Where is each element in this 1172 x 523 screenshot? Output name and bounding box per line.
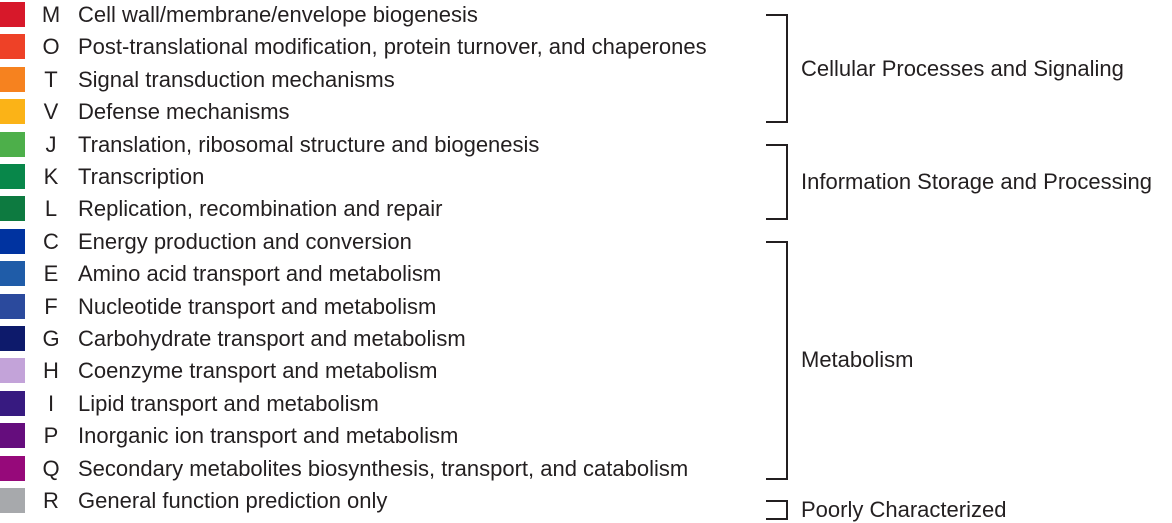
- category-color-swatch: [0, 261, 25, 287]
- category-code: P: [43, 423, 59, 449]
- category-color-swatch: [0, 455, 25, 481]
- category-label: Replication, recombination and repair: [78, 196, 443, 222]
- category-color-swatch: [0, 2, 25, 27]
- category-code: M: [41, 2, 61, 27]
- category-color-swatch: [0, 358, 25, 384]
- category-label: Energy production and conversion: [78, 228, 412, 254]
- category-row-c: C Energy production and conversion: [0, 228, 760, 255]
- category-row-q: Q Secondary metabolites biosynthesis, tra…: [0, 455, 760, 482]
- category-code: K: [43, 164, 59, 189]
- category-color-swatch: [0, 131, 25, 157]
- category-row-v: V Defense mechanisms: [0, 99, 760, 125]
- category-label: Amino acid transport and metabolism: [78, 261, 442, 287]
- category-row-g: G Carbohydrate transport and metabolism: [0, 326, 760, 352]
- category-code: O: [42, 34, 60, 60]
- category-row-e: E Amino acid transport and metabolism: [0, 261, 760, 287]
- category-code: E: [43, 261, 59, 287]
- category-code: V: [43, 99, 59, 125]
- category-row-j: J Translation, ribosomal structure and bi…: [0, 131, 760, 158]
- category-code: J: [45, 131, 57, 157]
- category-color-swatch: [0, 228, 25, 254]
- group-bracket: [766, 500, 788, 520]
- category-label: Coenzyme transport and metabolism: [78, 358, 438, 384]
- category-label: Secondary metabolites biosynthesis, tran…: [78, 455, 689, 481]
- category-label: Inorganic ion transport and metabolism: [78, 423, 459, 449]
- category-row-r: R General function prediction only: [0, 488, 760, 514]
- category-row-t: T Signal transduction mechanisms: [0, 66, 760, 93]
- category-color-swatch: [0, 196, 25, 222]
- category-row-p: P Inorganic ion transport and metabolism: [0, 423, 760, 449]
- category-row-i: I Lipid transport and metabolism: [0, 390, 760, 417]
- category-label: Lipid transport and metabolism: [78, 390, 379, 416]
- category-label: Cell wall/membrane/envelope biogenesis: [78, 2, 478, 27]
- category-row-l: L Replication, recombination and repair: [0, 196, 760, 222]
- category-label: Carbohydrate transport and metabolism: [78, 326, 466, 351]
- group-bracket: [766, 240, 788, 480]
- category-row-f: F Nucleotide transport and metabolism: [0, 293, 760, 320]
- category-color-swatch: [0, 66, 25, 92]
- category-code: I: [47, 390, 55, 416]
- category-code: Q: [42, 455, 60, 481]
- group-label: Metabolism: [801, 347, 914, 373]
- category-label: Defense mechanisms: [78, 99, 290, 125]
- category-row-m: M Cell wall/membrane/envelope biogenesis: [0, 2, 760, 28]
- category-label: Translation, ribosomal structure and bio…: [78, 131, 540, 157]
- category-code: H: [43, 358, 59, 384]
- category-code: R: [43, 488, 59, 513]
- category-row-k: K Transcription: [0, 164, 760, 190]
- category-code: F: [44, 293, 58, 319]
- group-label: Poorly Characterized: [801, 497, 1007, 522]
- group-label: Cellular Processes and Signaling: [801, 55, 1124, 81]
- category-code: T: [44, 66, 58, 92]
- category-color-swatch: [0, 164, 25, 189]
- category-label: Transcription: [78, 164, 205, 189]
- category-color-swatch: [0, 488, 25, 513]
- category-code: C: [43, 228, 59, 254]
- category-code: G: [42, 326, 60, 351]
- category-label: Nucleotide transport and metabolism: [78, 293, 437, 319]
- category-label: Signal transduction mechanisms: [78, 66, 395, 92]
- category-color-swatch: [0, 99, 25, 125]
- group-label: Information Storage and Processing: [801, 169, 1152, 194]
- group-bracket: [766, 143, 788, 221]
- category-label: Post-translational modification, protein…: [78, 34, 707, 60]
- category-code: L: [44, 196, 58, 222]
- category-color-swatch: [0, 390, 25, 416]
- category-label: General function prediction only: [78, 488, 388, 513]
- category-color-swatch: [0, 34, 25, 60]
- category-color-swatch: [0, 326, 25, 351]
- group-bracket: [766, 14, 788, 124]
- category-row-h: H Coenzyme transport and metabolism: [0, 358, 760, 384]
- category-color-swatch: [0, 293, 25, 319]
- category-color-swatch: [0, 423, 25, 449]
- category-row-o: O Post-translational modification, protei…: [0, 34, 760, 60]
